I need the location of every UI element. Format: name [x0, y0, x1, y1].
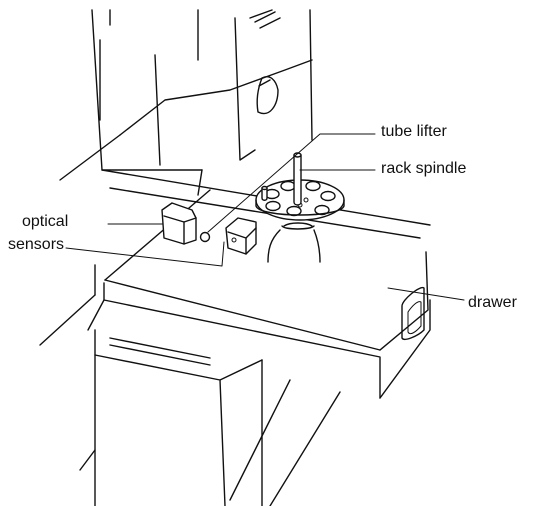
optical-sensor-left	[161, 202, 197, 245]
label-optical-sensors-line2: sensors	[8, 236, 65, 253]
tube-lifter-leader	[207, 133, 376, 233]
drawer-leader	[387, 287, 465, 301]
drawer-tray	[87, 189, 431, 399]
optical-sensor-leader-bottom	[65, 241, 225, 267]
rack-base	[267, 222, 321, 263]
leader-lines	[65, 133, 465, 301]
tube-lifter-pin	[261, 185, 268, 201]
optical-sensor-right	[225, 217, 257, 255]
sensor-port	[199, 231, 211, 243]
label-tube-lifter: tube lifter	[381, 123, 447, 140]
lower-cabinet	[79, 329, 341, 506]
label-rack-spindle: rack spindle	[381, 160, 467, 177]
label-optical-sensors-line1: optical	[22, 213, 69, 230]
rack-spindle-post	[293, 152, 302, 206]
label-drawer: drawer	[468, 294, 517, 311]
instrument-housing	[39, 9, 313, 346]
